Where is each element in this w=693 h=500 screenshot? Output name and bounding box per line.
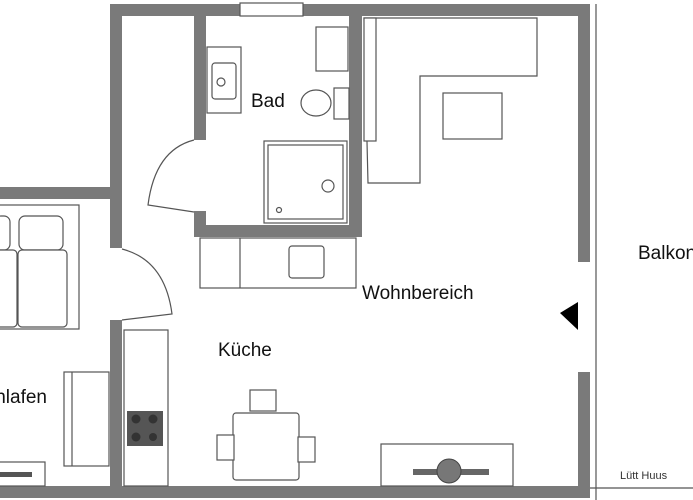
kitchen-unit <box>123 329 169 487</box>
wall-left-lower <box>110 320 122 498</box>
chair-top <box>249 389 277 412</box>
shower-tray <box>267 144 344 220</box>
mattress-right <box>17 249 68 328</box>
mattress-left <box>0 249 18 328</box>
wall-right-lower <box>578 372 590 498</box>
bedroom-door <box>121 248 173 321</box>
room-label-bedroom: Schlafen <box>0 387 47 408</box>
wall-bath-bottom <box>194 225 362 237</box>
chair-left <box>216 434 235 461</box>
room-label-bath: Bad <box>251 91 285 112</box>
dining-table <box>232 412 300 481</box>
room-label-living: Wohnbereich <box>362 283 474 304</box>
kitchen-counter <box>199 237 357 289</box>
chair-right <box>297 436 316 463</box>
wall-top <box>110 4 590 16</box>
bath-sink-drain <box>216 77 226 87</box>
room-label-balcony: Balkon <box>638 243 693 264</box>
pillow-right <box>18 215 64 251</box>
watermark: Lütt Huus <box>620 470 668 482</box>
kitchen-sink <box>288 245 325 279</box>
shower-drain <box>275 206 283 214</box>
washing-machine <box>315 26 349 72</box>
wall-bath-right <box>349 16 362 237</box>
tv <box>436 458 462 484</box>
walls <box>0 4 590 498</box>
entrance-arrow-icon <box>560 302 578 330</box>
wall-left-upper <box>110 4 122 248</box>
wardrobe <box>63 371 110 467</box>
toilet-tank <box>333 87 350 120</box>
desk-item <box>0 472 32 477</box>
stove-burners <box>131 414 158 442</box>
sofa-armrest <box>363 17 377 142</box>
wall-right-upper <box>578 4 590 262</box>
wall-bottom <box>0 486 590 498</box>
room-label-kitchen: Küche <box>218 340 272 361</box>
stove <box>127 411 163 446</box>
toilet <box>300 89 332 117</box>
corner-sofa <box>363 17 538 184</box>
wall-bedroom-top <box>0 187 122 199</box>
bath-door <box>147 139 195 213</box>
shower-head <box>321 179 335 193</box>
window-bath <box>239 2 304 17</box>
wall-bath-left <box>194 16 206 140</box>
pillow-left <box>0 215 11 251</box>
coffee-table <box>442 92 503 140</box>
